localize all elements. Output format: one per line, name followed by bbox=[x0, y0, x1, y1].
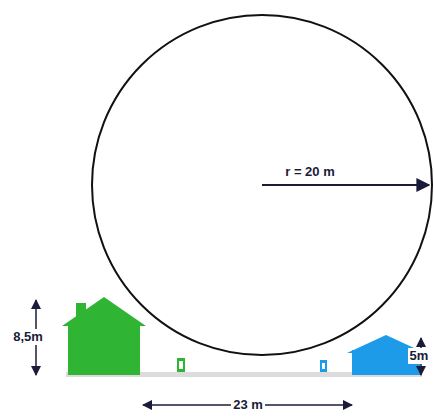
dimension-label: 23 m bbox=[231, 397, 265, 413]
radius-label: r = 20 m bbox=[285, 165, 335, 179]
green-house bbox=[62, 297, 146, 375]
blue-marker bbox=[320, 360, 327, 372]
dimension-label: 8,5m bbox=[11, 329, 45, 345]
dimension-label: 5m bbox=[408, 348, 431, 364]
green-marker bbox=[177, 358, 185, 372]
big-circle bbox=[92, 15, 432, 355]
radius-arrow bbox=[262, 184, 429, 186]
